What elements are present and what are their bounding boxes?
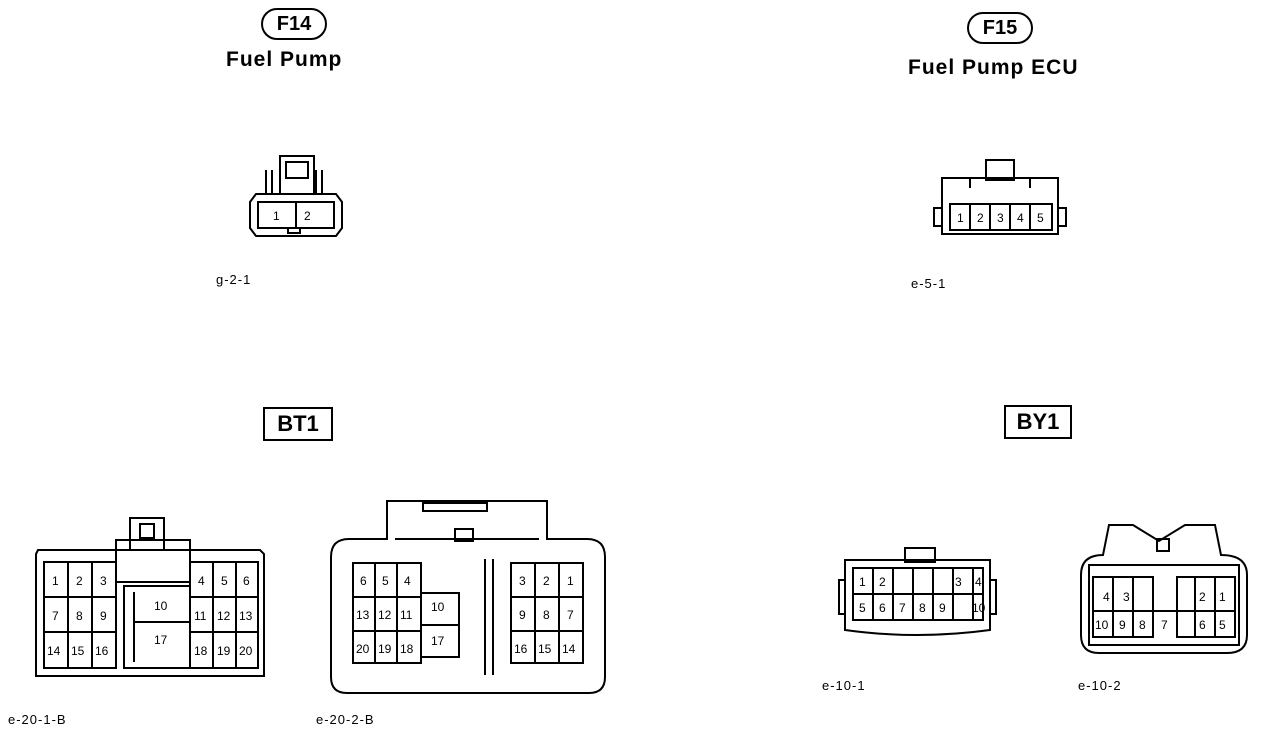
bt1-right-pin-13: 13	[356, 608, 370, 622]
bt1-left-connector-diagram: 1 2 3 4 5 6 7 8 9 10 11 12 13 14 15 16 1…	[35, 517, 265, 677]
by1-left-pin-4: 4	[975, 575, 982, 589]
f14-part-number: g-2-1	[216, 272, 252, 287]
bt1-left-pin-14: 14	[47, 644, 61, 658]
bt1-right-pin-18: 18	[400, 642, 414, 656]
bt1-right-pin-16: 16	[514, 642, 528, 656]
f14-pin-2: 2	[304, 209, 311, 223]
bt1-right-pin-17: 17	[431, 634, 445, 648]
by1-left-connector-diagram: 1 2 3 4 5 6 7 8 9 10	[838, 547, 997, 636]
by1-left-pin-3: 3	[955, 575, 962, 589]
by1-right-pin-4: 4	[1103, 590, 1110, 604]
by1-right-pin-3: 3	[1123, 590, 1130, 604]
bt1-right-pin-11: 11	[400, 608, 413, 622]
by1-right-pin-6: 6	[1199, 618, 1206, 632]
bt1-left-pin-5: 5	[221, 574, 228, 588]
by1-left-pin-8: 8	[919, 601, 926, 615]
by1-left-pin-6: 6	[879, 601, 886, 615]
bt1-right-connector-diagram: 6 5 4 3 2 1 13 12 11 10 9 8 7 20 19 18 1…	[330, 500, 606, 694]
f15-pin-2: 2	[977, 211, 984, 225]
f15-pin-3: 3	[997, 211, 1004, 225]
bt1-left-pin-1: 1	[52, 574, 59, 588]
by1-right-connector-diagram: 4 3 2 1 10 9 8 7 6 5	[1080, 524, 1248, 654]
by1-connector-code: BY1	[1004, 405, 1072, 439]
bt1-right-pin-8: 8	[543, 608, 550, 622]
bt1-right-pin-20: 20	[356, 642, 370, 656]
bt1-right-pin-10: 10	[431, 600, 445, 614]
bt1-right-pin-9: 9	[519, 608, 526, 622]
bt1-left-pin-4: 4	[198, 574, 205, 588]
bt1-right-pin-12: 12	[378, 608, 392, 622]
bt1-right-pin-19: 19	[378, 642, 392, 656]
bt1-right-pin-2: 2	[543, 574, 550, 588]
f15-pin-1: 1	[957, 211, 964, 225]
bt1-left-pin-15: 15	[71, 644, 85, 658]
f15-connector-title: Fuel Pump ECU	[908, 56, 1079, 79]
by1-left-pin-1: 1	[859, 575, 866, 589]
bt1-right-pin-1: 1	[567, 574, 574, 588]
bt1-left-pin-8: 8	[76, 609, 83, 623]
by1-right-pin-9: 9	[1119, 618, 1126, 632]
bt1-left-pin-7: 7	[52, 609, 59, 623]
f14-pin-1: 1	[273, 209, 280, 223]
bt1-right-pin-4: 4	[404, 574, 411, 588]
bt1-right-part-number: e-20-2-B	[316, 712, 375, 727]
bt1-right-pin-7: 7	[567, 608, 574, 622]
by1-left-pin-2: 2	[879, 575, 886, 589]
by1-left-pin-9: 9	[939, 601, 946, 615]
f14-connector-title: Fuel Pump	[226, 48, 343, 71]
bt1-left-pin-13: 13	[239, 609, 253, 623]
bt1-right-pin-14: 14	[562, 642, 576, 656]
by1-right-pin-2: 2	[1199, 590, 1206, 604]
by1-left-pin-10: 10	[972, 601, 986, 615]
bt1-right-pin-6: 6	[360, 574, 367, 588]
bt1-left-pin-2: 2	[76, 574, 83, 588]
bt1-left-part-number: e-20-1-B	[8, 712, 67, 727]
bt1-right-pin-15: 15	[538, 642, 552, 656]
f14-connector-code: F14	[261, 8, 327, 40]
bt1-left-pin-16: 16	[95, 644, 109, 658]
bt1-right-pin-3: 3	[519, 574, 526, 588]
bt1-left-pin-10: 10	[154, 599, 168, 613]
bt1-connector-code: BT1	[263, 407, 333, 441]
bt1-left-pin-12: 12	[217, 609, 231, 623]
bt1-left-pin-18: 18	[194, 644, 208, 658]
by1-right-pin-8: 8	[1139, 618, 1146, 632]
f15-part-number: e-5-1	[911, 276, 947, 291]
bt1-left-pin-3: 3	[100, 574, 107, 588]
bt1-left-pin-19: 19	[217, 644, 231, 658]
f15-connector-diagram: 1 2 3 4 5	[933, 159, 1067, 235]
f15-connector-code: F15	[967, 12, 1033, 44]
by1-left-pin-7: 7	[899, 601, 906, 615]
by1-left-part-number: e-10-1	[822, 678, 866, 693]
bt1-left-pin-20: 20	[239, 644, 253, 658]
f14-connector-diagram: 1 2	[249, 155, 343, 237]
by1-right-part-number: e-10-2	[1078, 678, 1122, 693]
by1-left-pin-5: 5	[859, 601, 866, 615]
f15-pin-5: 5	[1037, 211, 1044, 225]
by1-right-pin-5: 5	[1219, 618, 1226, 632]
by1-right-pin-10: 10	[1095, 618, 1109, 632]
by1-right-pin-7: 7	[1161, 618, 1168, 632]
bt1-right-pin-5: 5	[382, 574, 389, 588]
bt1-left-pin-11: 11	[194, 609, 207, 623]
bt1-left-pin-17: 17	[154, 633, 168, 647]
by1-right-pin-1: 1	[1219, 590, 1226, 604]
bt1-left-pin-6: 6	[243, 574, 250, 588]
bt1-left-pin-9: 9	[100, 609, 107, 623]
f15-pin-4: 4	[1017, 211, 1024, 225]
